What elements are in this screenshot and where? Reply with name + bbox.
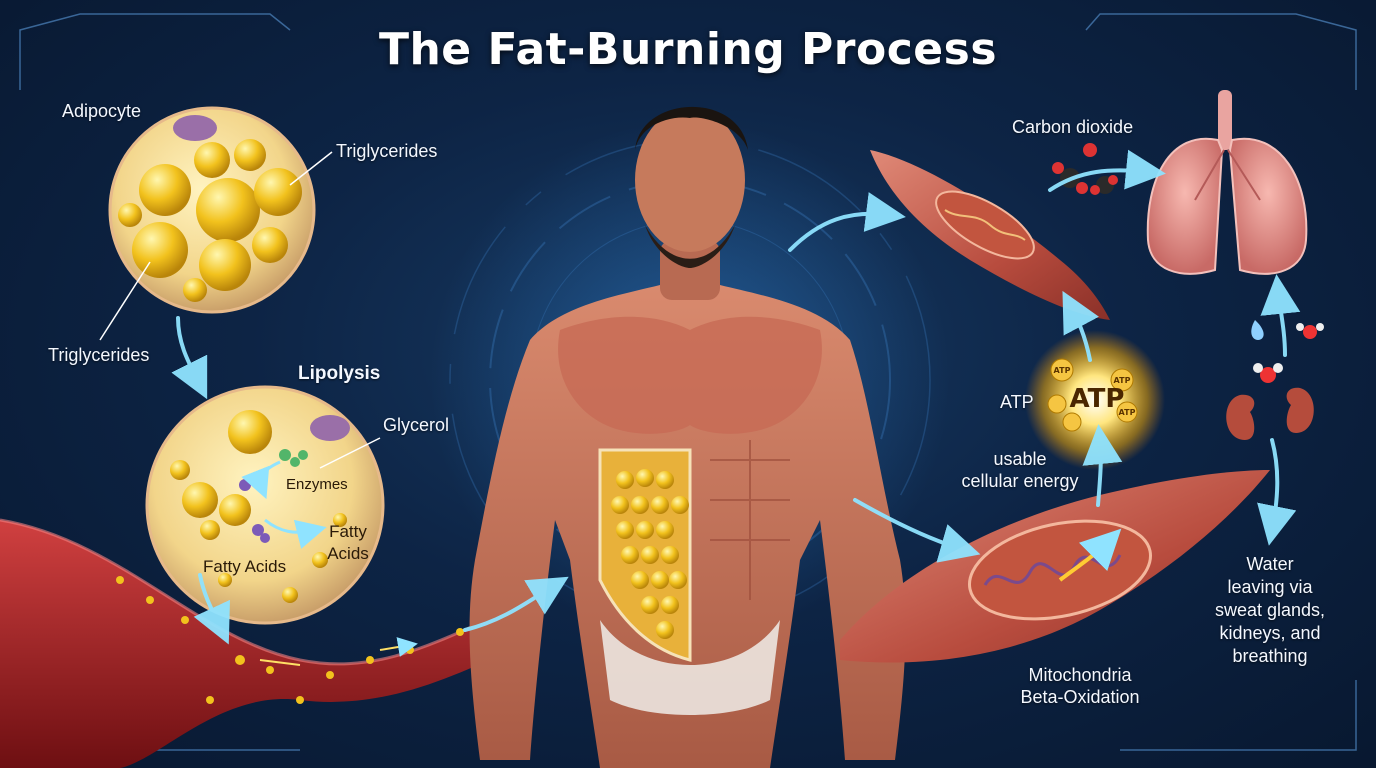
kidneys: [1226, 387, 1314, 440]
label-enzymes: Enzymes: [286, 476, 348, 493]
label-fatty-acids-right-1: Fatty: [329, 522, 367, 541]
water-molecules: [1251, 320, 1324, 383]
label-atp: ATP: [1000, 392, 1034, 412]
label-fatty-acids-right-2: Acids: [327, 544, 369, 563]
adipocyte-cell: [99, 106, 333, 341]
atp-mini-3: ATP: [1118, 408, 1136, 417]
atp-mini-1: ATP: [1053, 366, 1071, 375]
label-water-2: leaving via: [1227, 577, 1313, 597]
label-carbon-dioxide: Carbon dioxide: [1012, 117, 1134, 137]
lungs: [1146, 90, 1308, 275]
label-usable-1: usable: [993, 449, 1047, 469]
label-adipocyte: Adipocyte: [62, 101, 142, 121]
atp-center-text: ATP: [1069, 384, 1125, 414]
mitochondria: [968, 519, 1152, 621]
page-title: The Fat-Burning Process: [378, 24, 998, 75]
atp-mini-2: ATP: [1113, 376, 1131, 385]
label-water-3: sweat glands,: [1214, 600, 1326, 620]
label-mitochondria: Mitochondria: [1028, 665, 1132, 685]
label-fatty-acids-left: Fatty Acids: [203, 557, 287, 576]
label-triglycerides-left: Triglycerides: [48, 345, 150, 365]
label-water-4: kidneys, and: [1219, 623, 1321, 643]
label-lipolysis: Lipolysis: [298, 363, 381, 384]
abdominal-fat-cutaway: [598, 448, 692, 662]
label-water-1: Water: [1246, 554, 1294, 574]
label-triglycerides-top: Triglycerides: [336, 141, 438, 161]
label-beta-oxidation: Beta-Oxidation: [1020, 687, 1140, 707]
blood-vessel: [0, 518, 530, 768]
label-water-5: breathing: [1232, 646, 1308, 666]
muscle-fiber-upper: [870, 150, 1110, 320]
triglyceride-droplets: [118, 139, 302, 302]
flow-arrows: [171, 149, 1301, 645]
lipolysis-cell: [145, 385, 385, 625]
label-glycerol: Glycerol: [383, 415, 450, 435]
label-usable-2: cellular energy: [961, 471, 1079, 491]
muscle-fiber-lower: [840, 470, 1270, 663]
atp-energy-burst: [1025, 330, 1165, 470]
human-figure: [469, 106, 906, 768]
